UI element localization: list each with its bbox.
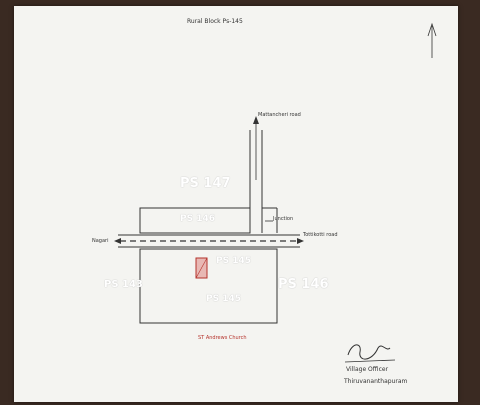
parcel-ps145-upper: PS 145 (216, 256, 251, 266)
lower-parcel-outline (139, 248, 278, 324)
east-arrow-head (297, 238, 304, 244)
signature-name: Village Officer (346, 366, 389, 373)
parcel-ps146-top: PS 146 (180, 214, 215, 224)
north-road-label: Mattancheri road (258, 112, 301, 118)
parcel-ps147: PS 147 (180, 176, 231, 191)
south-note: ST Andrews Church (198, 335, 247, 341)
upper-parcel-outline (139, 207, 251, 234)
west-road-label: Nagari (92, 238, 109, 244)
junction-label: Junction (273, 216, 294, 222)
signature-place: Thiruvananthapuram (344, 378, 408, 385)
east-road-label: Tottikotti road (303, 232, 338, 238)
parcel-ps143: PS 143 (104, 279, 143, 290)
sketch-header: Rural Block Ps-145 (187, 18, 243, 25)
parcel-ps146-right: PS 146 (278, 277, 329, 292)
paper-sheet (14, 6, 458, 402)
marked-plot-hatch (195, 257, 208, 279)
west-arrow-head (114, 238, 121, 244)
parcel-ps145-lower: PS 145 (206, 294, 241, 304)
north-indicator-arrow (427, 22, 437, 37)
signature-scribble (347, 344, 391, 360)
north-arrow-head (253, 116, 259, 124)
signature-underline (344, 359, 396, 363)
